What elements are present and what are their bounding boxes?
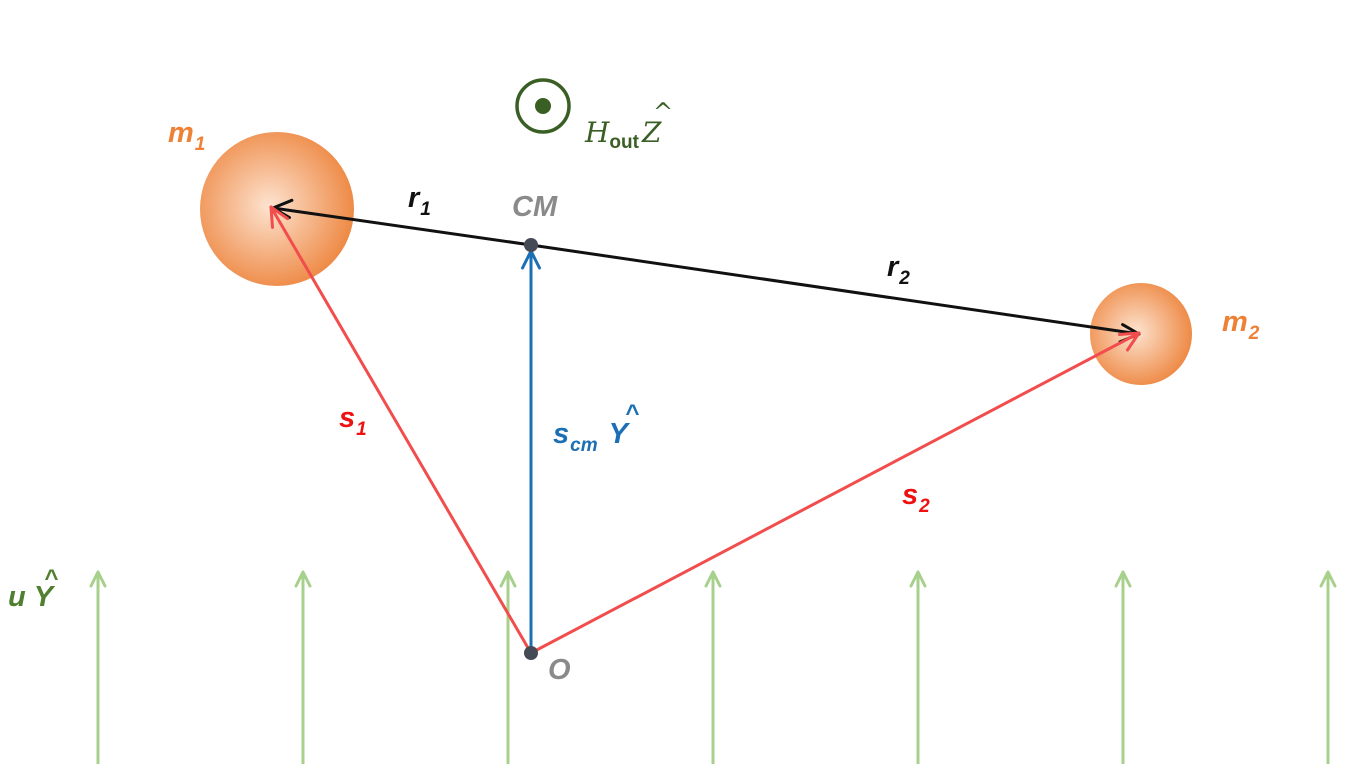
scm-unit-hat: ^ <box>625 400 639 427</box>
origin-label: O <box>548 654 571 686</box>
flow-arrow <box>89 570 107 764</box>
mass-2 <box>1090 283 1192 385</box>
mass-2-label: m2 <box>1222 306 1260 344</box>
s2-vector <box>529 331 1141 655</box>
r2-vector <box>529 243 1141 344</box>
angular-momentum-hat: ^ <box>653 98 673 126</box>
cm-label: CM <box>512 191 558 223</box>
scm-vector <box>521 249 541 655</box>
s1-label: s1 <box>339 402 367 440</box>
s2-label: s2 <box>902 479 930 517</box>
flow-unit-hat: ^ <box>44 565 58 592</box>
mass-1-label: m1 <box>168 117 205 155</box>
flow-arrows <box>89 570 1337 764</box>
origin-point <box>524 646 538 660</box>
out-of-page-icon <box>515 78 571 134</box>
flow-arrow <box>704 570 722 764</box>
flow-arrow <box>294 570 312 764</box>
flow-arrow <box>1319 570 1337 764</box>
flow-arrow <box>499 570 517 764</box>
flow-arrow <box>909 570 927 764</box>
s1-vector <box>269 205 533 655</box>
r1-label: r1 <box>408 182 431 220</box>
cm-point <box>524 238 538 252</box>
flow-arrow <box>1114 570 1132 764</box>
r2-label: r2 <box>887 251 910 289</box>
